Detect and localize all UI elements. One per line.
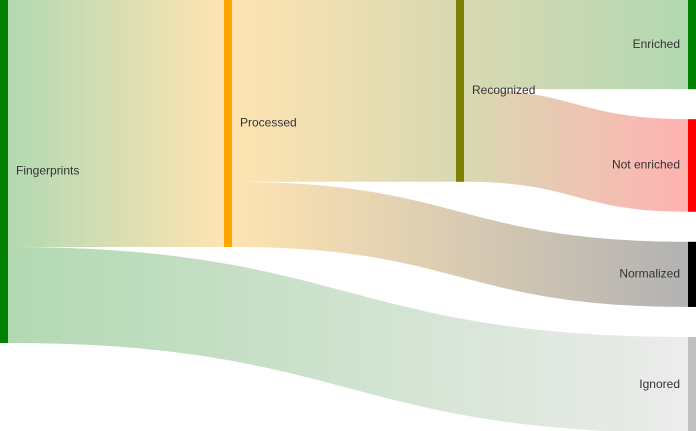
node-label-processed: Processed xyxy=(240,116,297,130)
link-processed-to-normalized xyxy=(232,181,688,307)
node-label-not_enriched: Not enriched xyxy=(612,158,680,172)
node-enriched xyxy=(688,0,696,90)
node-label-enriched: Enriched xyxy=(633,37,680,51)
link-fingerprints-to-ignored xyxy=(8,246,688,431)
node-label-fingerprints: Fingerprints xyxy=(16,164,79,178)
node-processed xyxy=(224,0,232,247)
labels-layer: Fingerprints Processed Recognized EnrichedN… xyxy=(16,37,680,391)
node-not_enriched xyxy=(688,119,696,212)
link-fingerprints-to-processed xyxy=(8,0,224,247)
node-label-normalized: Normalized xyxy=(619,267,680,281)
link-recognized-to-not_enriched xyxy=(464,89,688,212)
node-label-ignored: Ignored xyxy=(639,377,680,391)
link-processed-to-recognized xyxy=(232,0,456,182)
node-label-recognized: Recognized xyxy=(472,83,535,97)
node-normalized xyxy=(688,241,696,307)
node-ignored xyxy=(688,336,696,431)
node-fingerprints xyxy=(0,0,8,343)
links-layer xyxy=(8,0,688,431)
node-recognized xyxy=(456,0,464,182)
link-recognized-to-enriched xyxy=(464,0,688,90)
